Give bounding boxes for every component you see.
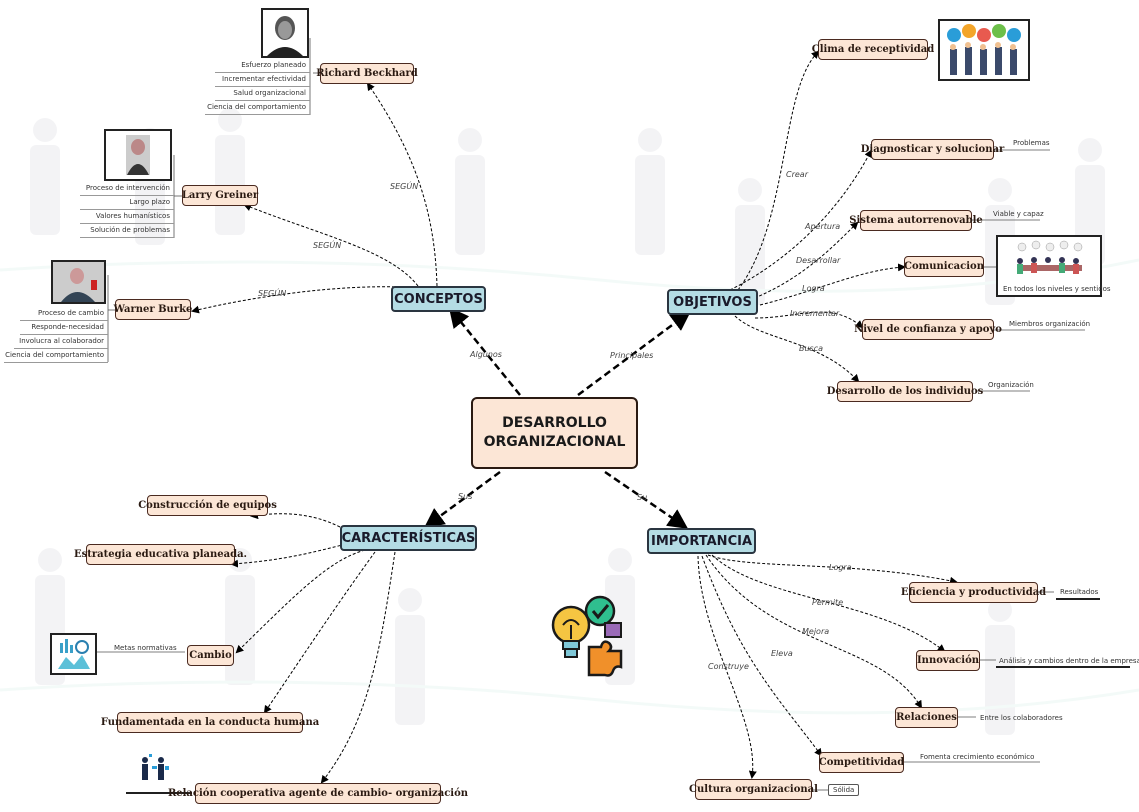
node-estrategia-educativa[interactable]: Estrategia educativa planeada. bbox=[74, 544, 247, 565]
beckhard-item: Salud organizacional bbox=[215, 87, 310, 101]
note-miembros-organizacion: Miembros organización bbox=[1009, 320, 1091, 328]
note-solida: Sólida bbox=[828, 784, 860, 796]
edge-label-eleva: Eleva bbox=[771, 649, 793, 658]
teamwork-gears-image bbox=[938, 19, 1030, 81]
node-construccion-de-equipos[interactable]: Construcción de equipos bbox=[138, 495, 277, 516]
team-people-icon bbox=[135, 752, 175, 786]
richard-beckhard-photo bbox=[261, 8, 309, 58]
edge-label-permite: Permite bbox=[812, 598, 844, 607]
note-resultados: Resultados bbox=[1060, 588, 1099, 596]
node-clima-de-receptividad[interactable]: Clima de receptividad bbox=[812, 39, 934, 60]
note-viable-y-capaz: Viable y capaz bbox=[993, 210, 1044, 218]
node-relacion-cooperativa[interactable]: Relación cooperativa agente de cambio- o… bbox=[168, 783, 468, 804]
node-comunicacion[interactable]: Comunicacion bbox=[904, 256, 984, 277]
greiner-item: Largo plazo bbox=[80, 196, 174, 210]
branch-objetivos[interactable]: OBJETIVOS bbox=[667, 289, 758, 315]
central-topic-line1: DESARROLLO bbox=[502, 415, 607, 431]
greiner-item: Proceso de intervención bbox=[80, 182, 174, 196]
burke-item: Responde-necesidad bbox=[20, 321, 108, 335]
edge-label-construye: Construye bbox=[708, 662, 749, 671]
burke-item: Ciencia del comportamiento bbox=[4, 349, 108, 363]
edge-label-segun-beckhard: SEGÚN bbox=[390, 182, 419, 191]
burke-item: Proceso de cambio bbox=[20, 307, 108, 321]
node-cultura-organizacional[interactable]: Cultura organizacional bbox=[689, 779, 818, 800]
edge-label-desarrollar: Desarrollar bbox=[796, 256, 841, 265]
note-metas-normativas: Metas normativas bbox=[114, 644, 177, 652]
node-fundamentada-conducta[interactable]: Fundamentada en la conducta humana bbox=[101, 712, 319, 733]
larry-greiner-photo bbox=[104, 129, 172, 181]
note-fomenta-crecimiento: Fomenta crecimiento económico bbox=[920, 753, 1035, 761]
greiner-item: Valores humanísticos bbox=[80, 210, 174, 224]
beckhard-item: Ciencia del comportamiento bbox=[205, 101, 310, 115]
edge-label-segun-greiner: SEGÚN bbox=[313, 241, 342, 250]
branch-conceptos[interactable]: CONCEPTOS bbox=[391, 286, 486, 312]
edge-label-algunos: Algunos bbox=[470, 350, 502, 359]
edge-label-crear: Crear bbox=[786, 170, 808, 179]
edge-label-incrementar: Incrementar bbox=[790, 309, 840, 318]
node-diagnosticar-y-solucionar[interactable]: Diagnosticar y solucionar bbox=[861, 139, 1004, 160]
idea-puzzle-icon bbox=[549, 595, 633, 685]
beckhard-item: Incrementar efectividad bbox=[215, 73, 310, 87]
node-competitividad[interactable]: Competitividad bbox=[819, 752, 904, 773]
node-sistema-autorrenovable[interactable]: Sistema autorrenovable bbox=[849, 210, 983, 231]
note-problemas: Problemas bbox=[1013, 139, 1050, 147]
edge-label-su: Su bbox=[637, 493, 648, 502]
note-entre-colaboradores: Entre los colaboradores bbox=[980, 714, 1063, 722]
node-innovacion[interactable]: Innovación bbox=[916, 650, 980, 671]
warner-burke-photo bbox=[51, 260, 106, 304]
communication-meeting-image: En todos los niveles y sentidos bbox=[996, 235, 1111, 297]
edge-label-sus: Sus bbox=[458, 492, 473, 501]
node-eficiencia-productividad[interactable]: Eficiencia y productividad bbox=[901, 582, 1046, 603]
node-nivel-de-confianza[interactable]: Nivel de confianza y apoyo bbox=[854, 319, 1002, 340]
edge-label-logra-imp: Logra bbox=[829, 563, 852, 572]
edge-label-principales: Principales bbox=[610, 351, 654, 360]
node-relaciones[interactable]: Relaciones bbox=[895, 707, 958, 728]
edge-label-busca: Busca bbox=[799, 344, 824, 353]
edge-label-segun-burke: SEGÚN bbox=[258, 289, 287, 298]
edge-label-apertura: Apertura bbox=[805, 222, 841, 231]
edge-label-logra: Logra bbox=[802, 284, 825, 293]
branch-caracteristicas[interactable]: CARACTERÍSTICAS bbox=[340, 525, 477, 551]
beckhard-item: Esfuerzo planeado bbox=[215, 59, 310, 73]
node-cambio[interactable]: Cambio bbox=[187, 645, 234, 666]
central-topic-line2: ORGANIZACIONAL bbox=[483, 434, 626, 450]
note-analisis-cambios: Análisis y cambios dentro de la empresa bbox=[999, 657, 1139, 665]
node-richard-beckhard[interactable]: Richard Beckhard bbox=[316, 63, 418, 84]
node-larry-greiner[interactable]: Larry Greiner bbox=[182, 185, 258, 206]
analytics-hand-image bbox=[50, 633, 97, 675]
branch-importancia[interactable]: IMPORTANCIA bbox=[647, 528, 756, 554]
edge-label-mejora: Mejora bbox=[802, 627, 830, 636]
note-organizacion: Organización bbox=[988, 381, 1034, 389]
burke-item: Involucra al colaborador bbox=[14, 335, 108, 349]
note-en-todos-los-niveles: En todos los niveles y sentidos bbox=[1003, 285, 1111, 293]
central-topic[interactable]: DESARROLLO ORGANIZACIONAL bbox=[471, 397, 638, 469]
node-warner-burke[interactable]: Warner Burke bbox=[114, 299, 192, 320]
node-desarrollo-individuos[interactable]: Desarrollo de los individuos bbox=[827, 381, 983, 402]
greiner-item: Solución de problemas bbox=[80, 224, 174, 238]
